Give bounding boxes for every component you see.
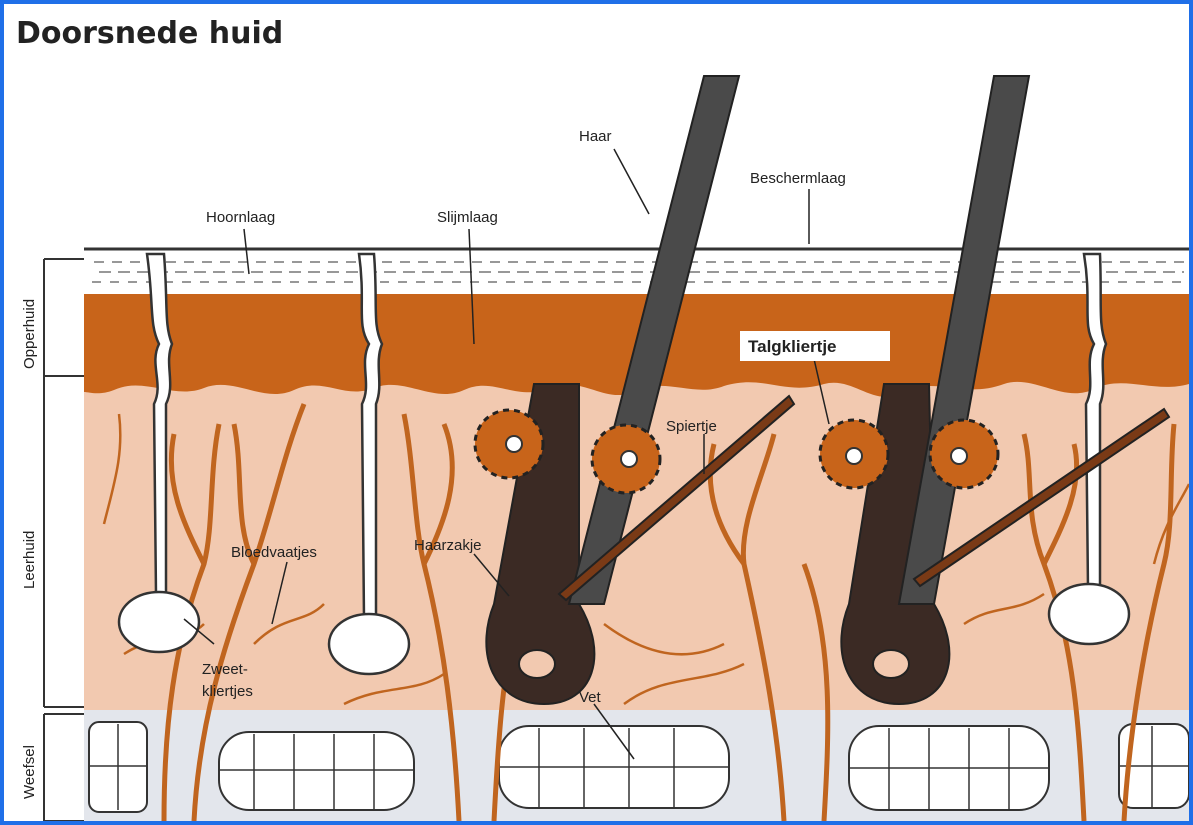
page-title: Doorsnede huid [16, 16, 283, 51]
label-haarzakje: Haarzakje [414, 537, 482, 554]
label-hoornlaag: Hoornlaag [206, 209, 275, 226]
label-haar: Haar [579, 128, 612, 145]
label-slijmlaag: Slijmlaag [437, 209, 498, 226]
layer-brackets [44, 259, 84, 821]
label-opperhuid: Opperhuid [21, 299, 38, 369]
label-bloedvaatjes: Bloedvaatjes [231, 544, 317, 561]
label-zweetkliertjes-line1: Zweet- [202, 661, 248, 678]
label-weefsel: Weefsel [21, 745, 38, 799]
label-vet: Vet [579, 689, 602, 706]
label-zweetkliertjes-line2: kliertjes [202, 683, 253, 700]
label-beschermlaag: Beschermlaag [750, 170, 846, 187]
skin-cross-section-diagram: Opperhuid Leerhuid Weefsel Haar Bescherm… [4, 4, 1189, 821]
label-leerhuid: Leerhuid [21, 531, 38, 589]
label-talgkliertje: Talgkliertje [748, 337, 837, 356]
label-spiertje: Spiertje [666, 418, 717, 435]
